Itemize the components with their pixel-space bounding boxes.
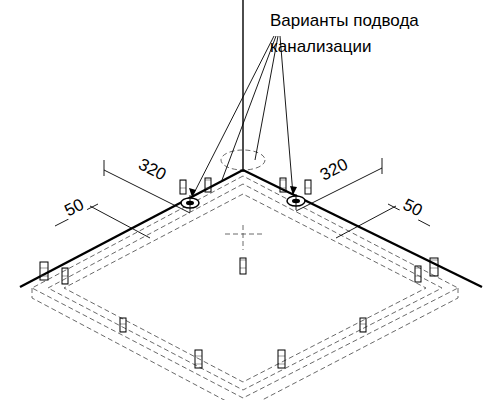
drain-holes xyxy=(181,196,305,208)
wall-lines xyxy=(20,170,482,287)
dimension-value: 50 xyxy=(61,195,88,221)
leader-lines xyxy=(192,36,293,197)
dimension-value: 320 xyxy=(134,155,169,185)
dimension-value: 50 xyxy=(399,195,426,221)
callout-note: Варианты подвода канализации xyxy=(270,8,445,60)
dimension-value: 320 xyxy=(316,155,351,185)
axis-line xyxy=(242,0,243,172)
tray-legs xyxy=(40,178,438,368)
tray-outline xyxy=(32,150,458,400)
dimension-lines xyxy=(55,158,430,238)
